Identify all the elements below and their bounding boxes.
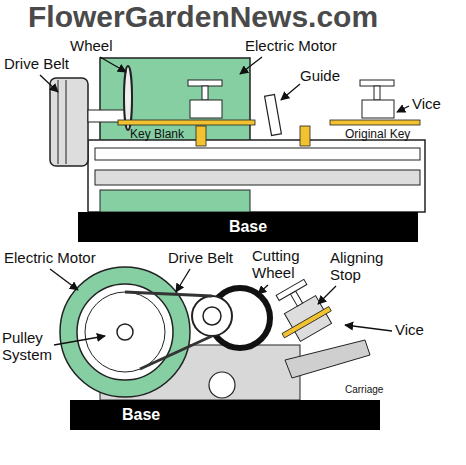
leader-line bbox=[318, 286, 336, 304]
carriage bbox=[285, 340, 370, 378]
pulley-hub bbox=[203, 307, 221, 325]
part-label: Electric Motor bbox=[4, 250, 96, 267]
part-label: Electric Motor bbox=[245, 38, 337, 55]
small-pulley bbox=[192, 296, 232, 336]
leader-line bbox=[100, 57, 126, 72]
drive-pulley bbox=[50, 78, 88, 166]
post bbox=[300, 126, 310, 146]
part-label: Drive Belt bbox=[4, 56, 69, 73]
vice-block bbox=[362, 100, 394, 118]
leader-line bbox=[176, 269, 190, 292]
vice-block bbox=[190, 100, 222, 118]
part-label: Vice bbox=[395, 322, 424, 339]
vice-knob bbox=[188, 80, 222, 86]
belt-line bbox=[58, 80, 59, 164]
part-label: Key Blank bbox=[130, 128, 184, 141]
part-label: Drive Belt bbox=[168, 250, 233, 267]
part-label: Guide bbox=[300, 68, 340, 85]
base-label: Base bbox=[122, 406, 160, 424]
part-label: Vice bbox=[412, 96, 441, 113]
base-label: Base bbox=[229, 218, 267, 236]
rail bbox=[95, 148, 420, 160]
motor-hub bbox=[117, 324, 133, 340]
carriage-wheel bbox=[209, 372, 235, 398]
pulley bbox=[85, 292, 165, 372]
vice-knob bbox=[360, 80, 394, 86]
leader-line bbox=[281, 84, 300, 100]
vice-stem bbox=[202, 86, 208, 100]
leader-line bbox=[40, 75, 58, 92]
rail bbox=[95, 170, 420, 185]
leader-line bbox=[345, 325, 392, 331]
belt-line bbox=[66, 80, 67, 164]
watermark: FlowerGardenNews.com bbox=[28, 0, 378, 33]
part-label: Pulley System bbox=[2, 330, 52, 363]
leader-line bbox=[54, 336, 105, 345]
part-label: Cutting Wheel bbox=[252, 248, 312, 281]
vice-stem bbox=[374, 86, 380, 100]
original-key bbox=[330, 120, 420, 125]
machine-body bbox=[88, 140, 425, 212]
key-blank bbox=[118, 120, 255, 125]
leader-line bbox=[240, 57, 262, 74]
base-bar: Base bbox=[70, 400, 380, 430]
leader-line bbox=[50, 269, 78, 290]
post bbox=[196, 126, 206, 146]
leader-line bbox=[397, 106, 409, 112]
part-label: Carriage bbox=[345, 384, 383, 395]
aligning-stop bbox=[282, 307, 331, 338]
part-label: Aligning Stop bbox=[330, 250, 402, 283]
vice-knob bbox=[276, 279, 307, 300]
motor-inner bbox=[77, 284, 173, 380]
drive-belt bbox=[140, 336, 212, 369]
part-label: Wheel bbox=[70, 38, 113, 55]
drive-belt bbox=[125, 292, 212, 296]
base-bar: Base bbox=[78, 212, 418, 242]
guide bbox=[265, 94, 282, 135]
vice bbox=[264, 275, 337, 347]
motor-base bbox=[100, 190, 250, 212]
part-label: Original Key bbox=[345, 128, 410, 141]
electric-motor bbox=[60, 267, 190, 397]
leader-line bbox=[258, 285, 268, 294]
